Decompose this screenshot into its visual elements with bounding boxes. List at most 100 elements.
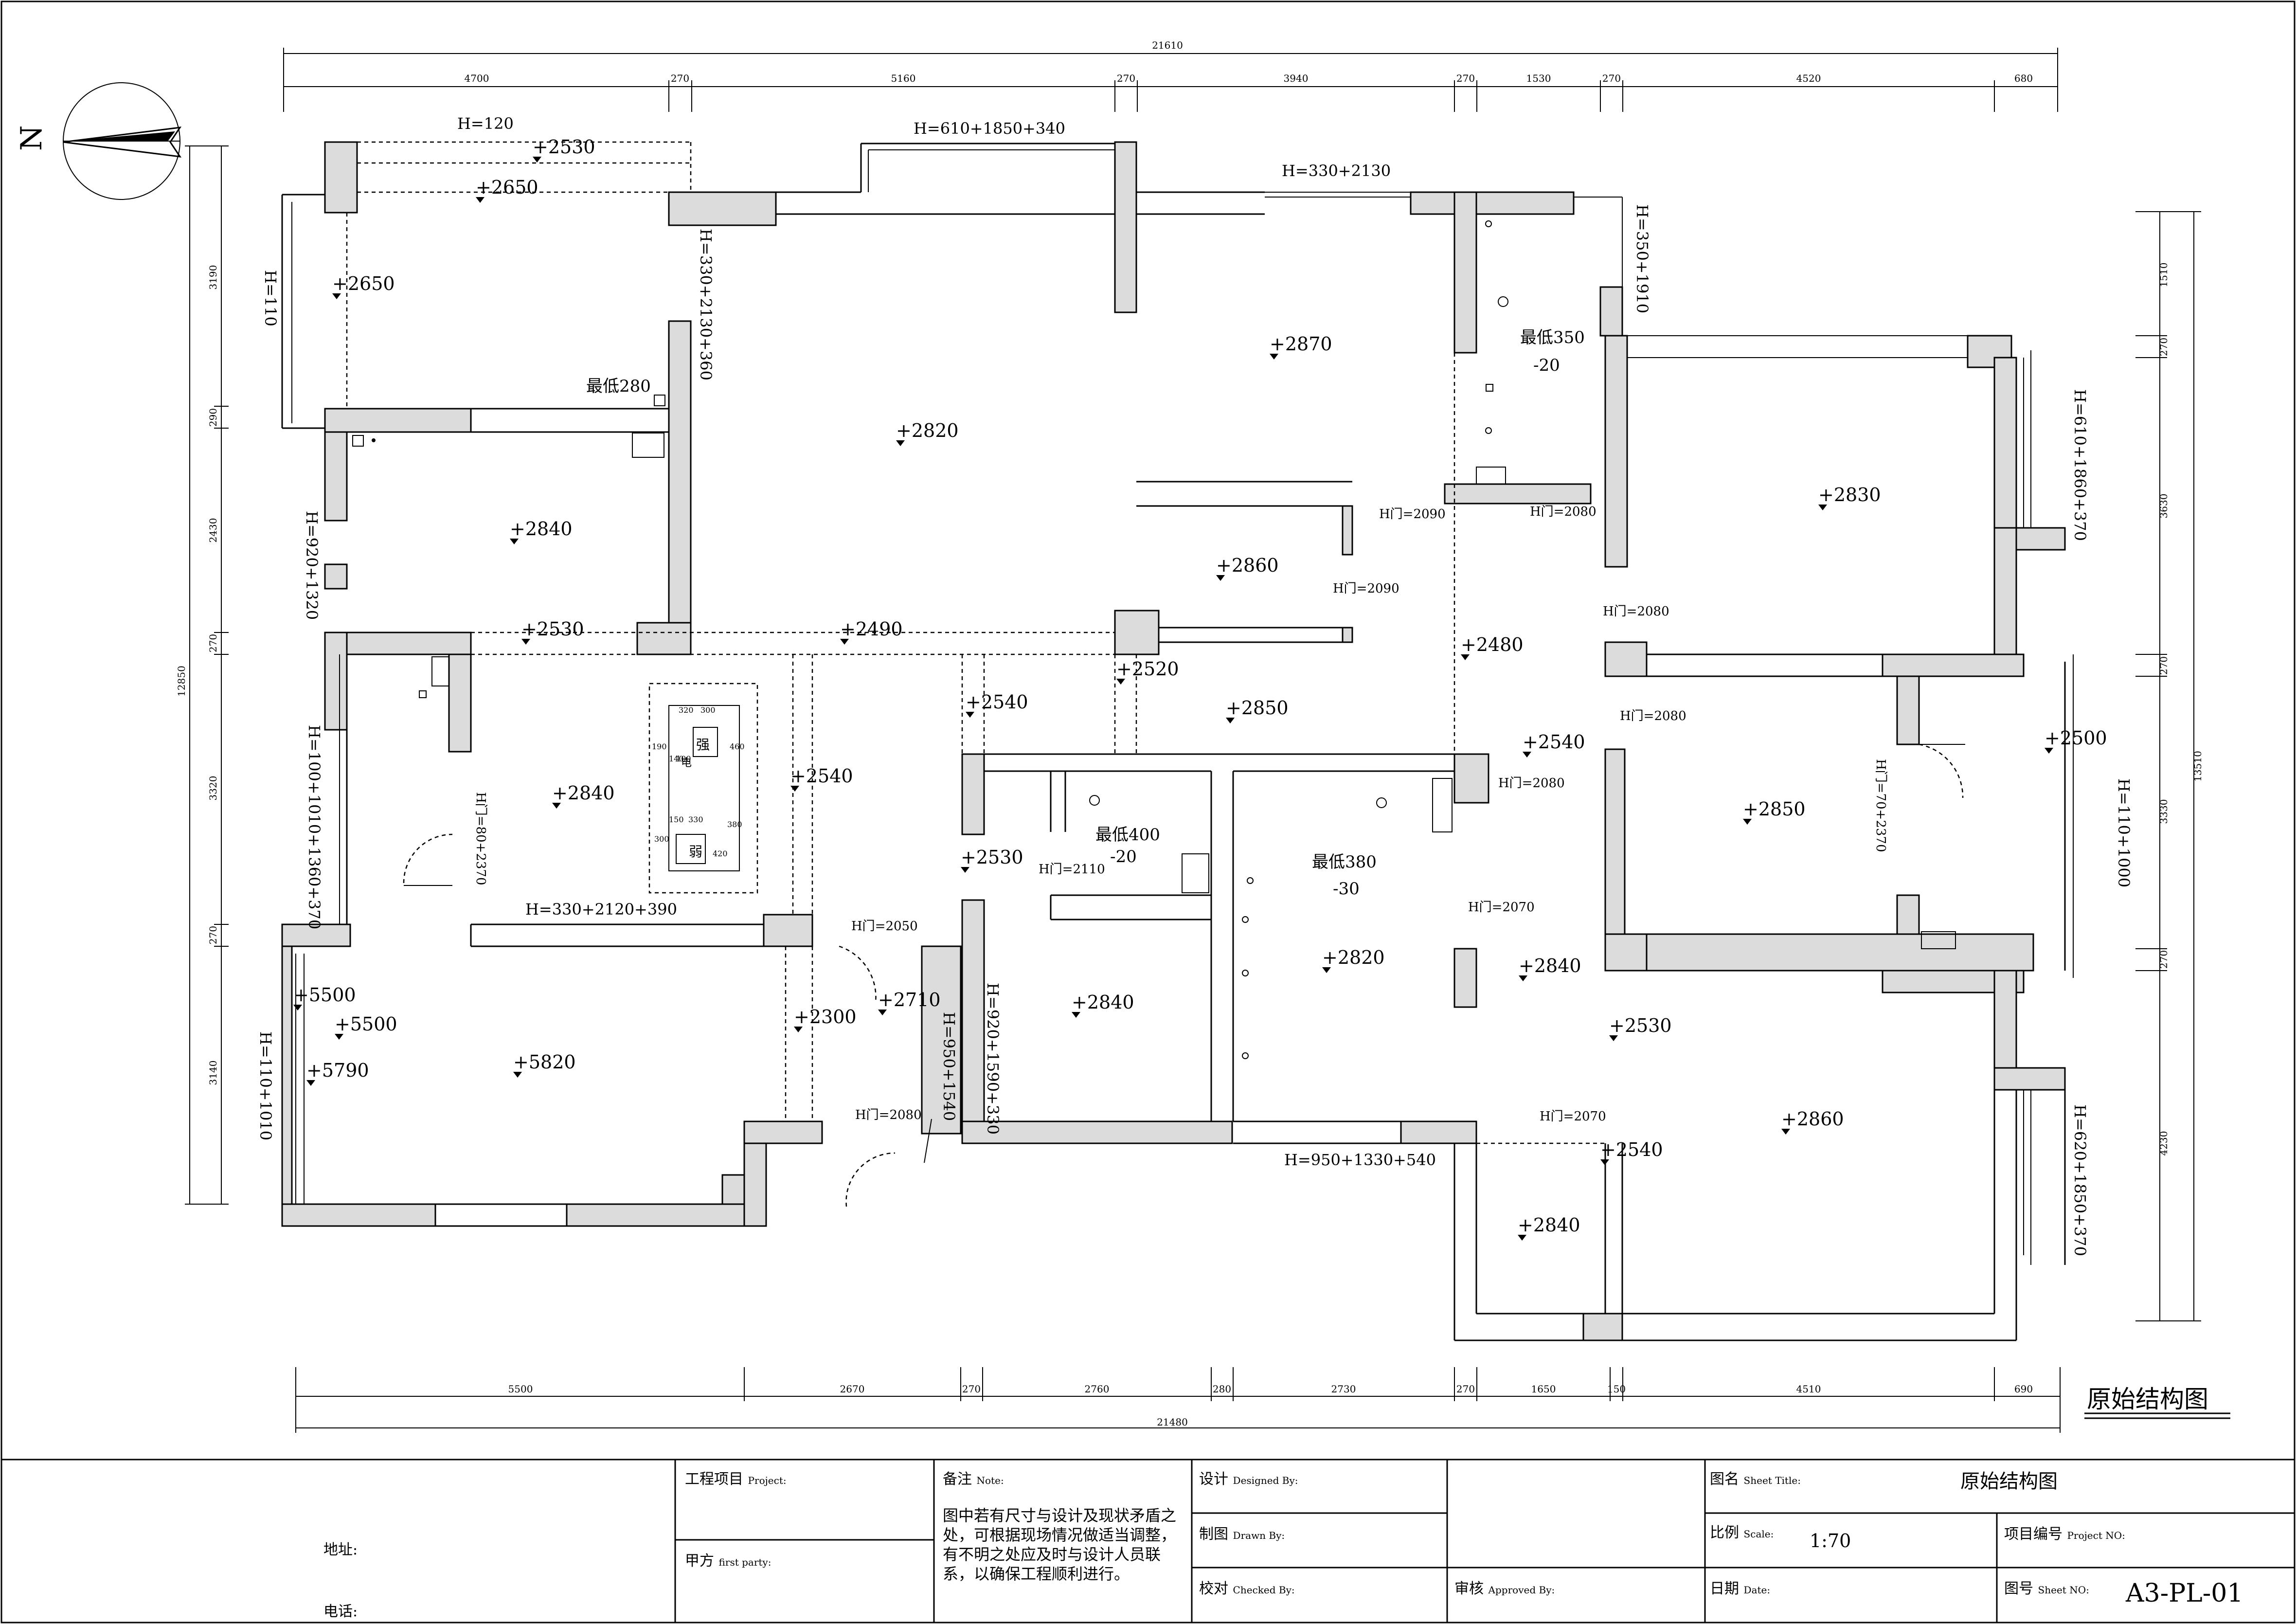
svg-text:+2820: +2820 (1322, 947, 1385, 968)
svg-text:+2530: +2530 (1609, 1015, 1672, 1036)
north-arrow: N (15, 82, 182, 200)
svg-text:H=950+1540: H=950+1540 (940, 1012, 958, 1121)
svg-text:H=350+1910: H=350+1910 (1633, 204, 1651, 313)
svg-text:+2840: +2840 (552, 782, 615, 804)
svg-text:H=950+1330+540: H=950+1330+540 (1284, 1151, 1436, 1169)
approved-by-label: 审核 Approved By: (1454, 1580, 1555, 1597)
svg-text:+5820: +5820 (513, 1051, 576, 1073)
svg-text:H门=2080: H门=2080 (1603, 604, 1669, 619)
top-dim-2: 270 (671, 72, 689, 84)
checked-by-label: 校对 Checked By: (1199, 1580, 1295, 1597)
left-dim-2: 290 (207, 408, 219, 427)
elevation-marker: +2540 (790, 765, 853, 792)
elevation-marker: +2870 (1270, 333, 1332, 360)
svg-text:+2520: +2520 (1116, 658, 1179, 680)
left-dim-3: 2430 (207, 518, 219, 543)
svg-text:原始结构图: 原始结构图 (2087, 1385, 2208, 1413)
electrical-box: 强 弱 320 300 460 140 100 150 330 380 420 … (648, 683, 758, 894)
first-party-label: 甲方 first party: (685, 1552, 771, 1570)
drawn-by-label: 制图 Drawn By: (1199, 1526, 1285, 1543)
svg-text:H门=2090: H门=2090 (1333, 581, 1399, 596)
box-elec-label: 电 (681, 757, 692, 769)
svg-text:最低400: 最低400 (1095, 825, 1160, 845)
svg-text:H=110: H=110 (261, 270, 280, 326)
box-dim-330: 330 (688, 815, 703, 824)
elevation-marker: +5500 (293, 984, 356, 1010)
elevation-marker: +2650 (476, 177, 538, 203)
north-label: N (15, 126, 49, 151)
right-dim-7: 4230 (2158, 1131, 2170, 1156)
elevation-marker: +2520 (1116, 658, 1179, 685)
elevation-marker: +2540 (1523, 731, 1585, 758)
top-dim-8: 270 (1602, 72, 1621, 84)
note-text: 图中若有尺寸与设计及现状矛盾之处，可根据现场情况做适当调整，有不明之处应及时与设… (943, 1506, 1177, 1583)
svg-text:H=610+1860+370: H=610+1860+370 (2071, 389, 2089, 541)
svg-text:+2710: +2710 (878, 989, 941, 1010)
strong-box-label: 强 (696, 737, 710, 753)
svg-text:最低380: 最低380 (1312, 852, 1377, 872)
sheet-title-label: 图名 Sheet Title: (1710, 1471, 1801, 1488)
left-dim-5: 3320 (207, 776, 219, 801)
svg-text:+2540: +2540 (1600, 1139, 1663, 1160)
svg-text:H门=2080: H门=2080 (1620, 709, 1686, 723)
right-dim-5: 3330 (2158, 799, 2170, 824)
elevation-marker: +2840 (552, 782, 615, 809)
svg-text:H门=2080: H门=2080 (1498, 776, 1565, 791)
left-dim-4: 270 (207, 634, 219, 652)
bottom-dim-10: 4510 (1796, 1383, 1821, 1395)
elevation-marker: +2530 (533, 136, 595, 162)
svg-text:-20: -20 (1533, 356, 1560, 375)
box-dim-300b: 300 (654, 834, 669, 844)
svg-text:+2840: +2840 (1519, 955, 1581, 976)
svg-text:+2840: +2840 (1072, 992, 1134, 1013)
svg-text:+2480: +2480 (1461, 634, 1524, 655)
elevation-marker: +2830 (1818, 484, 1881, 510)
elevation-marker: +2840 (1518, 1214, 1580, 1241)
top-dim-9: 4520 (1796, 72, 1821, 84)
svg-text:+2830: +2830 (1818, 484, 1881, 505)
elevation-marker: +2840 (1519, 955, 1581, 981)
svg-text:+2650: +2650 (476, 177, 538, 198)
elevation-labels: +2530 +2650 +2650 +2840 +2820 +2870 +286… (293, 136, 2107, 1241)
svg-text:H门=2090: H门=2090 (1379, 507, 1446, 522)
phone-label: 电话: (323, 1603, 358, 1620)
elevation-marker: +2650 (332, 273, 395, 299)
left-dim-6: 270 (207, 926, 219, 944)
elevation-marker: +2840 (510, 518, 573, 544)
box-dim-460: 460 (730, 742, 745, 751)
bottom-dim-6: 2730 (1331, 1383, 1356, 1395)
elevation-marker: +2840 (1072, 992, 1134, 1018)
elevation-marker: +2540 (1600, 1139, 1663, 1165)
title-block-frame (1, 1459, 2295, 1623)
svg-text:+2490: +2490 (840, 618, 903, 640)
bottom-dim-8: 1650 (1531, 1383, 1556, 1395)
svg-text:-20: -20 (1110, 847, 1137, 866)
top-dim-3: 5160 (891, 72, 916, 84)
bottom-dim-7: 270 (1456, 1383, 1475, 1395)
svg-text:H门=2070: H门=2070 (1468, 900, 1535, 915)
designed-by-label: 设计 Designed By: (1199, 1471, 1298, 1488)
project-no-label: 项目编号 Project NO: (2004, 1526, 2125, 1543)
box-dim-100: 100 (676, 754, 691, 763)
svg-text:H=330+2120+390: H=330+2120+390 (525, 900, 677, 919)
drawing-title-stamp: 原始结构图 (2084, 1385, 2230, 1419)
ceiling-notes: 最低280 最低350 -20 最低400 -20 最低380 -30 (586, 328, 1585, 899)
svg-text:+2530: +2530 (521, 618, 584, 640)
elevation-marker: +5500 (335, 1013, 397, 1040)
box-dim-320: 320 (679, 705, 694, 715)
right-dim-6: 270 (2158, 950, 2170, 969)
fixtures (352, 220, 1956, 1059)
date-label: 日期 Date: (1710, 1580, 1771, 1597)
svg-text:+2840: +2840 (1518, 1214, 1580, 1236)
top-dim-7: 1530 (1526, 72, 1551, 84)
svg-text:+5790: +5790 (306, 1060, 369, 1081)
svg-text:H门=2080: H门=2080 (855, 1108, 922, 1122)
elevation-marker: +2820 (1322, 947, 1385, 973)
elevation-marker: +2710 (878, 989, 941, 1015)
top-dim-1: 4700 (465, 72, 489, 84)
box-dim-420: 420 (713, 849, 728, 858)
svg-text:H=330+2130: H=330+2130 (1282, 162, 1391, 180)
bottom-dim-3: 270 (962, 1383, 981, 1395)
right-dim-1: 1510 (2158, 263, 2170, 288)
